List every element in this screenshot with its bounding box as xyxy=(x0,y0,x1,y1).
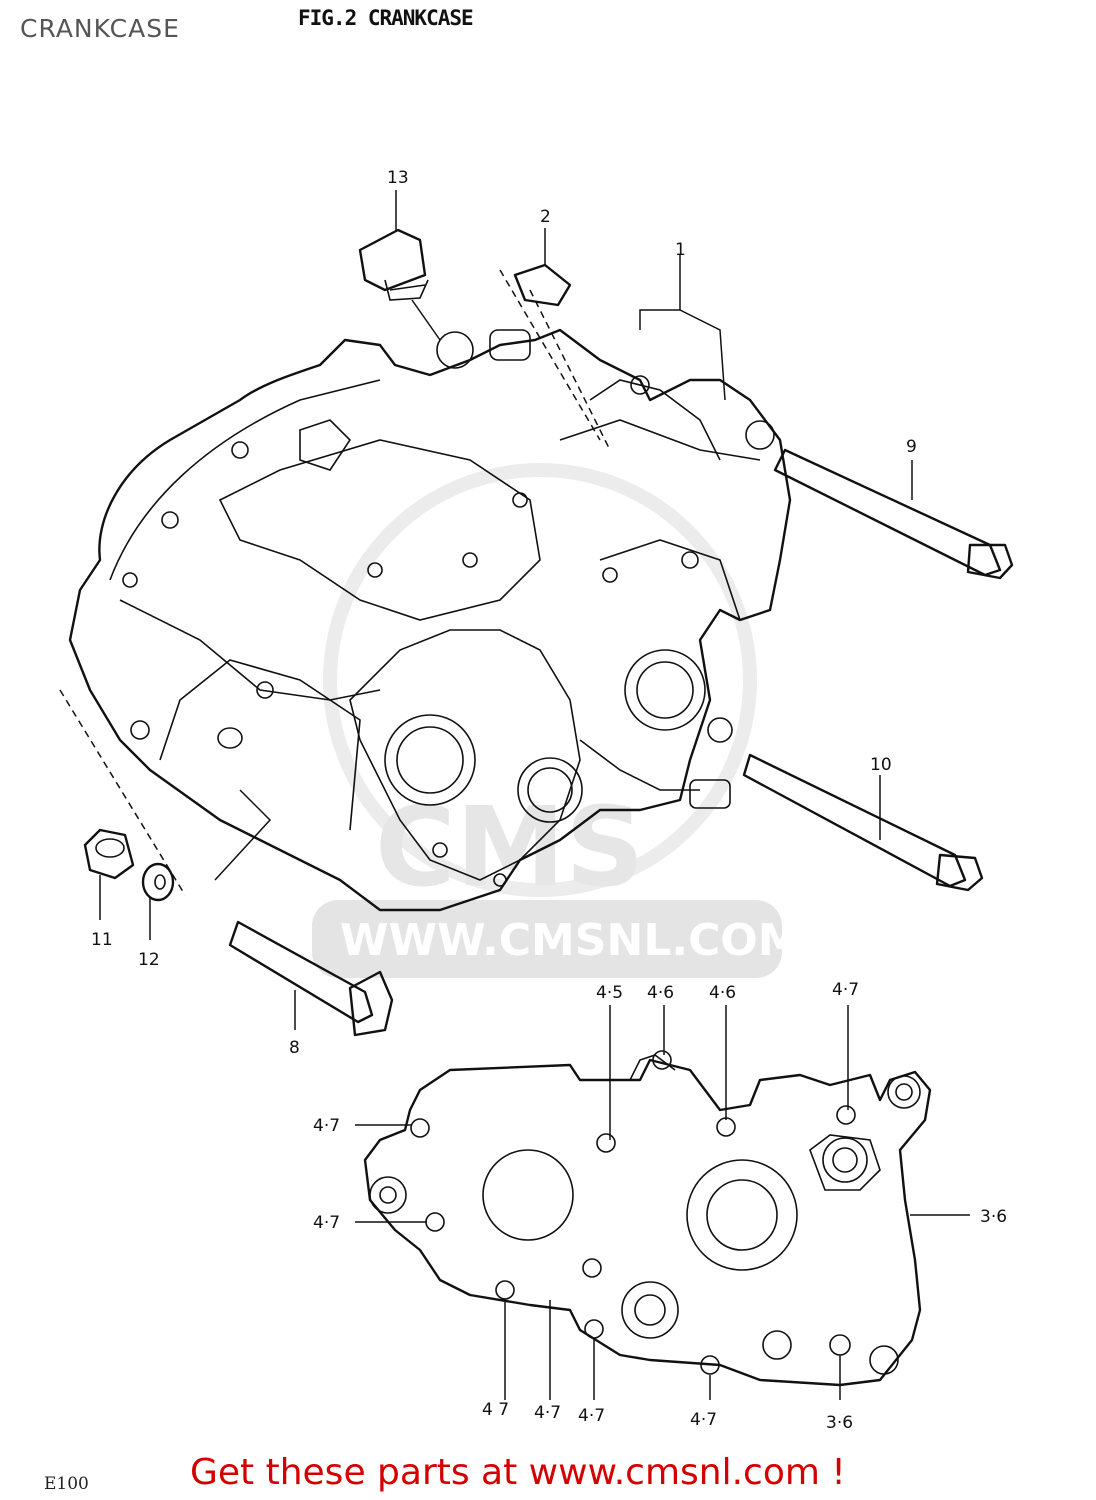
crankcase-assembly xyxy=(68,328,792,912)
footer-cta-link[interactable]: Get these parts at www.cmsnl.com ! xyxy=(190,1452,846,1493)
callout-11: 11 xyxy=(91,930,113,950)
leader-lines xyxy=(59,190,970,1400)
bolt-label-11: 4·7 xyxy=(690,1410,717,1430)
washer-12 xyxy=(141,862,175,902)
bolt-label-1: 4·5 xyxy=(596,983,623,1003)
dowel-pin xyxy=(513,263,572,307)
bolt-label-5: 4·7 xyxy=(313,1116,340,1136)
callout-12: 12 xyxy=(138,950,160,970)
bolt-label-4: 4·7 xyxy=(832,980,859,1000)
callout-10: 10 xyxy=(870,755,892,775)
bolt-label-6: 4·7 xyxy=(313,1213,340,1233)
bolt-8 xyxy=(228,920,394,1037)
oil-filler-plug xyxy=(358,228,429,301)
figure-title: FIG.2 CRANKCASE xyxy=(298,6,474,30)
watermark: CMS WWW.CMSNL.COM xyxy=(312,463,802,978)
model-code: E100 xyxy=(44,1474,89,1494)
callout-8: 8 xyxy=(289,1038,300,1058)
crankcase-side-view xyxy=(363,1050,932,1387)
nut-11 xyxy=(83,828,135,880)
bolt-10 xyxy=(742,753,984,892)
callout-2: 2 xyxy=(540,207,551,227)
bolt-label-2: 4·6 xyxy=(647,983,674,1003)
page-title: CRANKCASE xyxy=(20,14,180,43)
watermark-url: WWW.CMSNL.COM xyxy=(340,915,802,966)
bolt-label-8: 4 7 xyxy=(482,1400,509,1420)
callout-9: 9 xyxy=(906,437,917,457)
bolt-label-10: 4·7 xyxy=(578,1406,605,1426)
callout-1: 1 xyxy=(675,240,686,260)
callouts: 13 2 1 9 10 11 12 8 4·5 4·6 4·6 4·7 4·7 … xyxy=(91,168,1007,1433)
bolt-label-7: 3·6 xyxy=(980,1207,1007,1227)
callout-13: 13 xyxy=(387,168,409,188)
bolt-label-12: 3·6 xyxy=(826,1413,853,1433)
bolt-9 xyxy=(773,448,1014,580)
bolt-label-9: 4·7 xyxy=(534,1403,561,1423)
bolt-label-3: 4·6 xyxy=(709,983,736,1003)
